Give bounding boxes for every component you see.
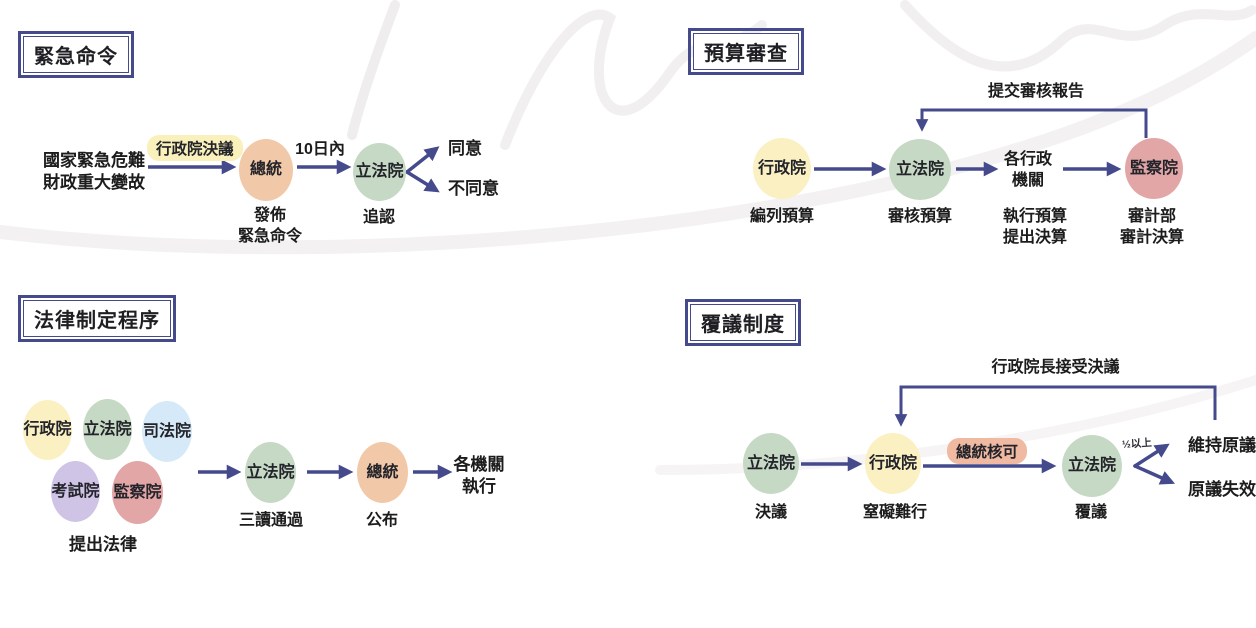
arrow-recon-branch-keep: [1133, 443, 1170, 468]
recon-branch-void: 原議失效: [1188, 480, 1256, 499]
arrow-recon-accept-return: [894, 385, 1217, 427]
node-president-emergency: 總統: [239, 139, 293, 201]
emergency-branch-agree: 同意: [448, 139, 482, 158]
section-title-law: 法律制定程序: [18, 295, 176, 342]
caption-control-yuan-budget: 審計部 審計決算: [1119, 208, 1184, 246]
law-end-text: 各機關 執行: [453, 455, 505, 497]
node-legislative-yuan-emergency: 立法院: [353, 143, 406, 201]
arrow-emergency-branch-disagree: [405, 170, 440, 193]
node-executive-yuan-recon: 行政院: [865, 433, 921, 494]
cluster-node-examination-yuan: 考試院: [51, 461, 100, 522]
caption-agencies-budget: 執行預算 提出決算: [1002, 208, 1067, 246]
caption-president-law: 公布: [365, 512, 398, 529]
recon-branch-threshold-note: ½以上: [1121, 436, 1153, 452]
caption-legislative-yuan-emergency: 追認: [362, 209, 395, 226]
node-president-law: 總統: [357, 442, 408, 503]
arrow-budget-report-return: [915, 108, 1148, 138]
section-title-reconsideration: 覆議制度: [685, 299, 801, 346]
recon-return-label: 行政院長接受決議: [991, 359, 1120, 376]
emergency-branch-disagree: 不同意: [448, 179, 499, 198]
cluster-node-executive-yuan: 行政院: [23, 400, 72, 460]
caption-reconsider: 覆議: [1074, 504, 1107, 521]
node-legislative-yuan-recon-1: 立法院: [743, 433, 799, 494]
node-legislative-yuan-law: 立法院: [245, 442, 296, 503]
node-executive-yuan-budget: 行政院: [753, 138, 811, 199]
recon-branch-keep: 維持原議: [1188, 436, 1256, 455]
emergency-arrow2-label: 10日內: [295, 141, 345, 158]
caption-president-emergency: 發佈 緊急命令: [237, 207, 302, 245]
caption-executive-yuan-budget: 編列預算: [749, 208, 814, 225]
arrow-recon-branch-void: [1133, 464, 1176, 485]
node-agencies-budget: 各行政 機關: [1003, 151, 1052, 189]
node-legislative-yuan-budget: 立法院: [889, 139, 951, 200]
recon-arrow-label-president-approval: 總統核可: [947, 438, 1028, 464]
arrow-emergency-branch-agree: [405, 146, 440, 174]
emergency-arrow1-label: 行政院決議: [147, 135, 243, 161]
caption-hard-to-implement: 窒礙難行: [862, 504, 927, 521]
section-title-budget: 預算審查: [688, 28, 804, 75]
caption-legislative-yuan-budget: 審核預算: [887, 208, 952, 225]
budget-return-label: 提交審核報告: [987, 83, 1084, 100]
section-title-emergency: 緊急命令: [18, 31, 134, 78]
caption-legislative-yuan-law: 三讀通過: [238, 512, 303, 529]
cluster-node-judicial-yuan: 司法院: [142, 401, 192, 462]
cluster-node-legislative-yuan: 立法院: [83, 399, 132, 460]
law-cluster-caption: 提出法律: [69, 535, 137, 554]
caption-resolution: 決議: [754, 504, 787, 521]
node-legislative-yuan-recon-2: 立法院: [1062, 435, 1122, 497]
node-control-yuan-budget: 監察院: [1125, 138, 1183, 199]
emergency-trigger-text: 國家緊急危難 財政重大變故: [43, 151, 145, 193]
cluster-node-control-yuan: 監察院: [112, 461, 163, 524]
